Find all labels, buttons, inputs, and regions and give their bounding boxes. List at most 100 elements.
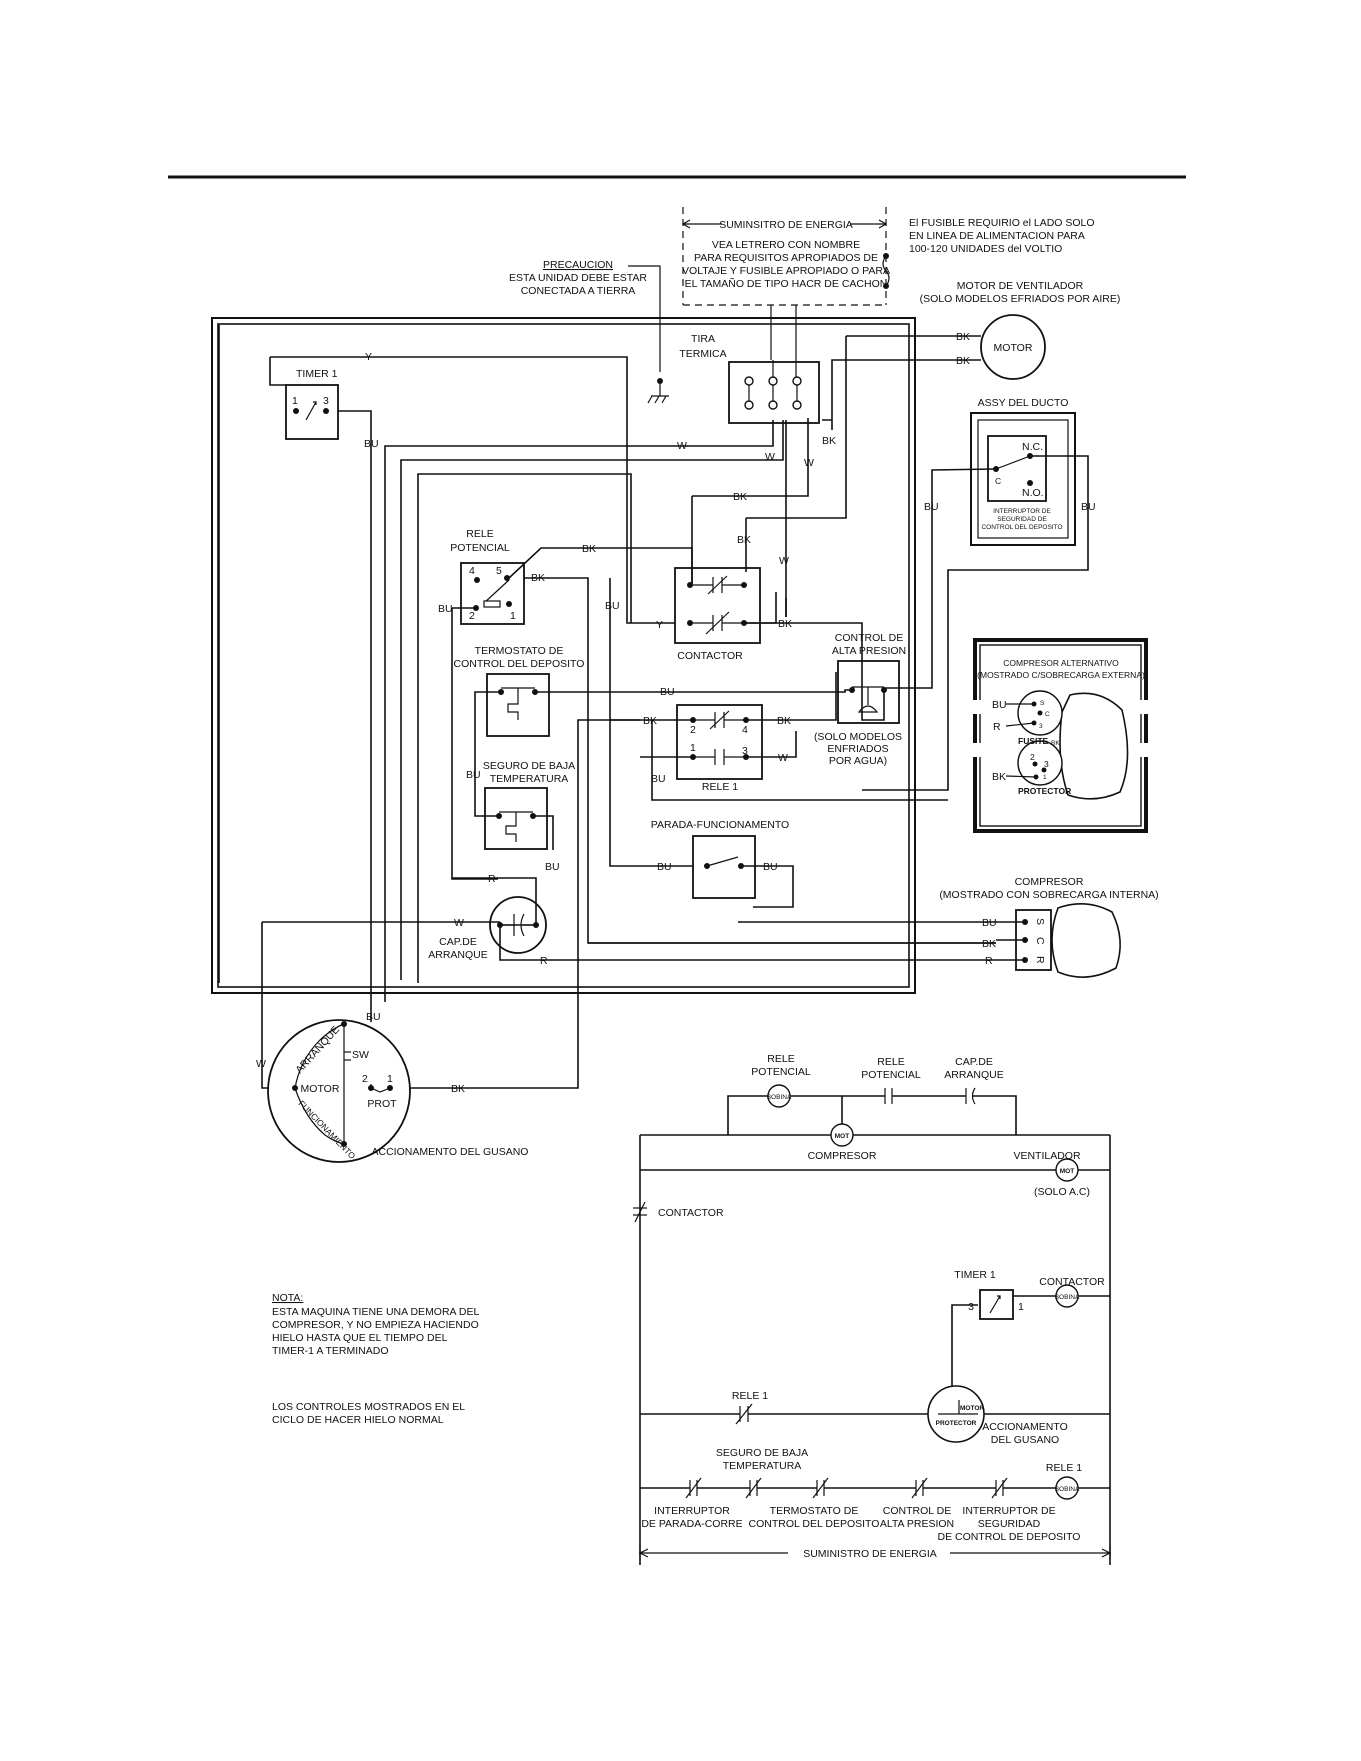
auger-motor-label: MOTOR xyxy=(301,1083,340,1095)
low-temp-line-2: TEMPERATURA xyxy=(490,773,569,785)
wire-label-r: R xyxy=(488,873,496,885)
ladder-stop-1: INTERRUPTOR xyxy=(654,1505,730,1517)
ladder-pot-relay-1: RELE xyxy=(767,1053,794,1065)
recip-t2: 2 xyxy=(1030,752,1035,762)
fan-motor-line-2: (SOLO MODELOS EFRIADOS POR AIRE) xyxy=(920,293,1121,305)
wire-label-bu: BU xyxy=(657,861,672,873)
duct-switch-line-3: CONTROL DEL DEPOSITO xyxy=(981,524,1062,531)
bin-thermostat-line-2: CONTROL DEL DEPOSITO xyxy=(454,658,585,670)
ladder-contactor-coil-label: CONTACTOR xyxy=(1039,1276,1105,1288)
wire-label-bu: BU xyxy=(364,438,379,450)
ladder-bin-thermo-1: TERMOSTATO DE xyxy=(770,1505,859,1517)
wire-label-r: R xyxy=(985,955,993,967)
ladder-bin-thermo-2: CONTROL DEL DEPOSITO xyxy=(749,1518,880,1530)
ladder-comp-mot: MOT xyxy=(835,1133,849,1140)
fuse-note-line-3: 100-120 UNIDADES del VOLTIO xyxy=(909,243,1062,255)
wire-label-bu: BU xyxy=(438,603,453,615)
ladder-auger-2: DEL GUSANO xyxy=(991,1434,1059,1446)
potential-relay: RELE POTENCIAL 4 5 2 1 xyxy=(450,528,525,625)
wire-label-bu: BU xyxy=(660,686,675,698)
wire-label-w: W xyxy=(779,555,789,567)
potential-relay-line-2: POTENCIAL xyxy=(450,542,510,554)
wire-label-bk: BK xyxy=(778,618,792,630)
relay1-t1: 1 xyxy=(690,742,696,754)
high-pressure-note-1: (SOLO MODELOS xyxy=(814,731,902,743)
wire-label-bu: BU xyxy=(466,769,481,781)
ladder-relay1-contact: RELE 1 xyxy=(732,1390,768,1402)
recip-c: C xyxy=(1045,711,1050,718)
wire-label-bk: BK xyxy=(737,534,751,546)
start-cap-line-1: CAP.DE xyxy=(439,936,477,948)
ladder-timer1: TIMER 1 xyxy=(954,1269,996,1281)
timer1-label: TIMER 1 xyxy=(296,368,338,380)
fan-motor: MOTOR DE VENTILADOR (SOLO MODELOS EFRIAD… xyxy=(846,280,1121,380)
compressor-line-1: COMPRESOR xyxy=(1015,876,1084,888)
wire-label-bk: BK xyxy=(643,715,657,727)
wire-label-bk: BK xyxy=(956,331,970,343)
compressor-shell xyxy=(1051,903,1121,978)
wiring xyxy=(218,325,1089,1089)
wire-label-bk: BK xyxy=(733,491,747,503)
wire-label-bu: BU xyxy=(651,773,666,785)
auger-t2: 2 xyxy=(362,1073,368,1085)
ladder-safety-3: DE CONTROL DE DEPOSITO xyxy=(938,1531,1081,1543)
note-line-4: TIMER-1 A TERMINADO xyxy=(272,1345,389,1357)
terminal-strip-line-1: TIRA xyxy=(691,333,715,345)
recip-protector: PROTECTOR xyxy=(1018,786,1071,796)
auger-t1: 1 xyxy=(387,1073,393,1085)
fuse-note-line-1: El FUSIBLE REQUIRIO el LADO SOLO xyxy=(909,217,1095,229)
contactor: CONTACTOR xyxy=(674,567,761,662)
wire-label-bk: BK xyxy=(451,1083,465,1095)
recip-t3: 3 xyxy=(1044,759,1049,769)
wire-label-r: R xyxy=(540,955,548,967)
compressor: COMPRESOR (MOSTRADO CON SOBRECARGA INTER… xyxy=(939,876,1159,978)
recip-fusite: FUSITE xyxy=(1018,736,1049,746)
power-supply-line-4: EL TAMAÑO DE TIPO HACR DE CACHON xyxy=(685,277,888,290)
caution-title: PRECAUCION xyxy=(543,259,613,271)
recip-bk: BK xyxy=(1051,740,1060,747)
ladder-contactor: CONTACTOR xyxy=(658,1207,724,1219)
wire-label-w: W xyxy=(778,752,788,764)
ladder-start-cap-2: ARRANQUE xyxy=(944,1069,1004,1081)
wire-label-bu: BU xyxy=(763,861,778,873)
timer1-t1: 1 xyxy=(292,395,298,407)
ladder-low-temp-1: SEGURO DE BAJA xyxy=(716,1447,808,1459)
wire-label-bu: BU xyxy=(366,1011,381,1023)
fuse-note: El FUSIBLE REQUIRIO el LADO SOLO EN LINE… xyxy=(909,217,1095,255)
ladder-supply: SUMINISTRO DE ENERGIA xyxy=(803,1548,937,1560)
start-cap-line-2: ARRANQUE xyxy=(428,949,488,961)
duct-c: C xyxy=(995,476,1001,486)
potential-relay-t5: 5 xyxy=(496,565,502,577)
note-title: NOTA: xyxy=(272,1292,303,1304)
ladder-pot-relay2-2: POTENCIAL xyxy=(861,1069,921,1081)
recip-comp-shell xyxy=(1059,692,1129,800)
high-pressure-line-2: ALTA PRESION xyxy=(832,645,906,657)
auger-caption: ACCIONAMENTO DEL GUSANO xyxy=(372,1146,529,1158)
wire-labels: Y BU W W W BK BK BK BK BK W BU BU Y BK B… xyxy=(256,351,1096,1095)
duct-nc: N.C. xyxy=(1022,441,1043,453)
recip-s: S xyxy=(1040,700,1045,707)
power-supply-title: SUMINSITRO DE ENERGIA xyxy=(719,219,853,231)
stop-run-switch: PARADA-FUNCIONAMENTO xyxy=(651,819,789,899)
duct-assembly: ASSY DEL DUCTO N.C. N.O. C INTERRUPTOR D… xyxy=(970,397,1076,546)
caution-line-1: ESTA UNIDAD DEBE ESTAR xyxy=(509,272,647,284)
wire-label-w: W xyxy=(677,440,687,452)
wire-label-bu: BU xyxy=(1081,501,1096,513)
wire-label-y: Y xyxy=(365,351,372,363)
ladder-relay1-coil: RELE 1 xyxy=(1046,1462,1082,1474)
recip-wire-bk: BK xyxy=(992,771,1006,783)
power-supply-line-3: VOLTAJE Y FUSIBLE APROPIADO O PARA xyxy=(682,265,890,277)
note-line-1: ESTA MAQUINA TIENE UNA DEMORA DEL xyxy=(272,1306,479,1318)
wire-label-bk: BK xyxy=(531,572,545,584)
duct-switch-line-1: INTERRUPTOR DE xyxy=(993,508,1051,515)
recip-comp-line-2: (MOSTRADO C/SOBRECARGA EXTERNA) xyxy=(977,670,1145,680)
relay-1: RELE 1 2 4 1 3 xyxy=(676,704,763,793)
wire-label-w: W xyxy=(804,457,814,469)
wire-label-bk: BK xyxy=(956,355,970,367)
ladder-pot-relay-2: POTENCIAL xyxy=(751,1066,811,1078)
power-supply-block: SUMINSITRO DE ENERGIA VEA LETRERO CON NO… xyxy=(681,207,890,360)
ladder-diagram: BOBINA RELE POTENCIAL RELE POTENCIAL CAP… xyxy=(633,1053,1112,1565)
ladder-auger-motor: MOTOR xyxy=(960,1405,984,1412)
high-pressure-line-1: CONTROL DE xyxy=(835,632,903,644)
wire-label-bu: BU xyxy=(545,861,560,873)
